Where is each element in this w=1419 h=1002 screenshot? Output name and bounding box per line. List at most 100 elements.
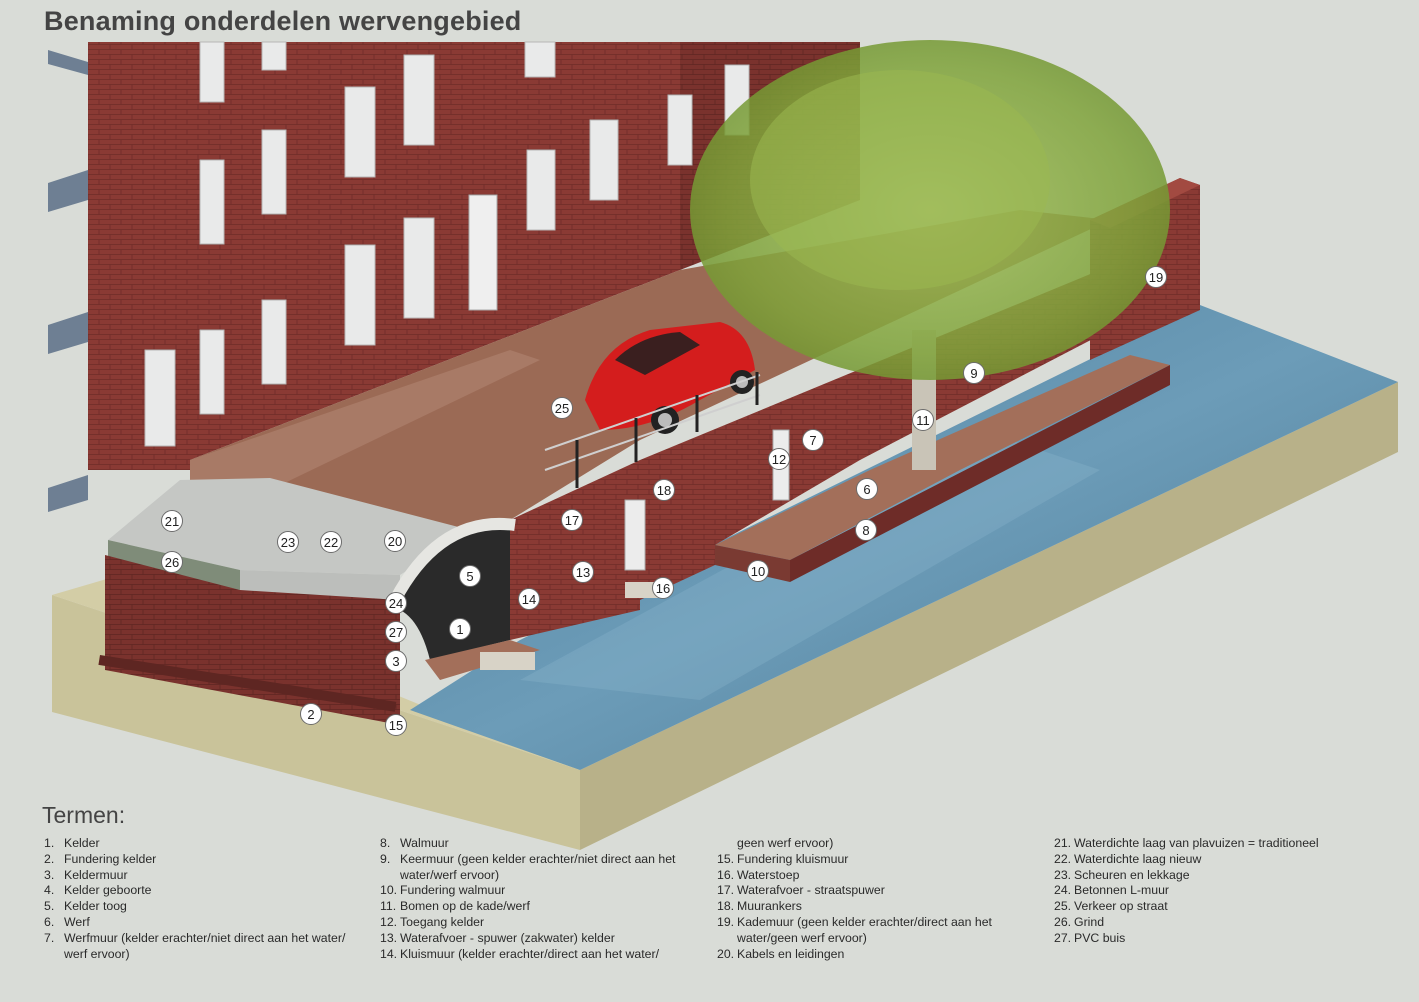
marker-circle [161, 551, 183, 573]
term-text: Keldermuur [64, 867, 128, 882]
marker-circle [802, 429, 824, 451]
term-text: Waterdichte laag van plavuizen = traditi… [1074, 836, 1319, 850]
marker-circle [518, 588, 540, 610]
marker-label: 6 [863, 482, 870, 497]
marker-24: 24 [385, 592, 407, 614]
term-number: 19. [717, 914, 735, 929]
term-text: Fundering kelder [64, 851, 157, 866]
term-item: 27.PVC buis [1054, 931, 1384, 947]
marker-circle [385, 650, 407, 672]
marker-label: 8 [862, 523, 869, 538]
term-text: Bomen op de kade/werf [400, 899, 530, 914]
building-facade [88, 42, 680, 470]
water-step-cellar [480, 652, 535, 670]
marker-label: 23 [281, 535, 295, 550]
term-text: Fundering walmuur [400, 883, 506, 898]
term-number: 24. [1054, 883, 1072, 898]
cellar-wall-front [105, 555, 400, 725]
term-number: 7. [44, 930, 55, 945]
term-number: 18. [717, 899, 735, 914]
marker-7: 7 [802, 429, 824, 451]
marker-14: 14 [518, 588, 540, 610]
term-text: Muurankers [737, 899, 802, 914]
marker-circle [161, 510, 183, 532]
term-item: 11.Bomen op de kade/werf [380, 899, 710, 915]
sidewalk [190, 350, 540, 490]
balcony [48, 170, 88, 212]
term-text: water/werf ervoor) [400, 867, 500, 882]
soil-block-side [580, 382, 1398, 850]
term-item: 17.Waterafvoer - straatspuwer [717, 883, 1047, 899]
term-text: Kademuur (geen kelder erachter/direct aa… [737, 914, 992, 929]
term-item: geen werf ervoor) [717, 836, 1047, 852]
marker-8: 8 [855, 519, 877, 541]
foundation-beam [98, 654, 397, 712]
marker-label: 13 [576, 565, 590, 580]
term-item: 25.Verkeer op straat [1054, 899, 1384, 915]
railing [544, 394, 761, 471]
marker-10: 10 [747, 560, 769, 582]
marker-label: 18 [657, 483, 671, 498]
marker-9: 9 [963, 362, 985, 384]
term-number: 3. [44, 867, 55, 882]
marker-label: 24 [389, 596, 403, 611]
marker-18: 18 [653, 479, 675, 501]
term-text: geen werf ervoor) [737, 836, 834, 850]
term-number: 21. [1054, 836, 1072, 850]
windows [144, 41, 750, 447]
marker-22: 22 [320, 531, 342, 553]
marker-label: 10 [751, 564, 765, 579]
marker-circle [912, 409, 934, 431]
marker-circle [561, 509, 583, 531]
term-text: Verkeer op straat [1074, 899, 1168, 914]
term-number [380, 868, 400, 884]
marker-5: 5 [459, 565, 481, 587]
marker-20: 20 [384, 530, 406, 552]
marker-19: 19 [1145, 266, 1167, 288]
marker-circle [320, 531, 342, 553]
term-number: 5. [44, 899, 55, 914]
term-number: 10. [380, 883, 398, 898]
marker-circle [384, 530, 406, 552]
term-text: Kabels en leidingen [737, 946, 845, 961]
term-item: 24.Betonnen L-muur [1054, 883, 1384, 899]
marker-26: 26 [161, 551, 183, 573]
marker-27: 27 [385, 621, 407, 643]
term-text: Kluismuur (kelder erachter/direct aan he… [400, 946, 660, 961]
term-item: 12.Toegang kelder [380, 915, 710, 931]
front-door [468, 194, 498, 311]
marker-2: 2 [300, 703, 322, 725]
marker-label: 20 [388, 534, 402, 549]
marker-label: 9 [970, 366, 977, 381]
term-number: 2. [44, 851, 55, 866]
marker-circle [385, 621, 407, 643]
marker-label: 22 [324, 535, 338, 550]
term-text: Waterafvoer - straatspuwer [737, 883, 885, 898]
term-number: 26. [1054, 914, 1072, 929]
marker-11: 11 [912, 409, 934, 431]
balcony [48, 50, 88, 75]
balcony [48, 312, 88, 354]
term-item: 10.Fundering walmuur [380, 883, 710, 899]
marker-circle [747, 560, 769, 582]
term-number: 13. [380, 930, 398, 945]
terms-column-4: 21.Waterdichte laag van plavuizen = trad… [1054, 836, 1384, 947]
balcony [48, 475, 88, 512]
term-text: Waterafvoer - spuwer (zakwater) kelder [400, 930, 615, 945]
term-text: werf ervoor) [64, 946, 130, 961]
marker-16: 16 [652, 577, 674, 599]
term-item: 2. Fundering kelder [44, 852, 374, 868]
term-item: 1.Kelder [44, 836, 374, 852]
term-item: 19.Kademuur (geen kelder erachter/direct… [717, 915, 1047, 931]
term-text: Grind [1074, 914, 1105, 929]
term-item: 22.Waterdichte laag nieuw [1054, 852, 1384, 868]
marker-circle [385, 714, 407, 736]
marker-12: 12 [768, 448, 790, 470]
term-number: 16. [717, 867, 735, 882]
canal-water [410, 305, 1398, 770]
term-number: 11. [380, 899, 397, 914]
term-item: 23.Scheuren en lekkage [1054, 868, 1384, 884]
